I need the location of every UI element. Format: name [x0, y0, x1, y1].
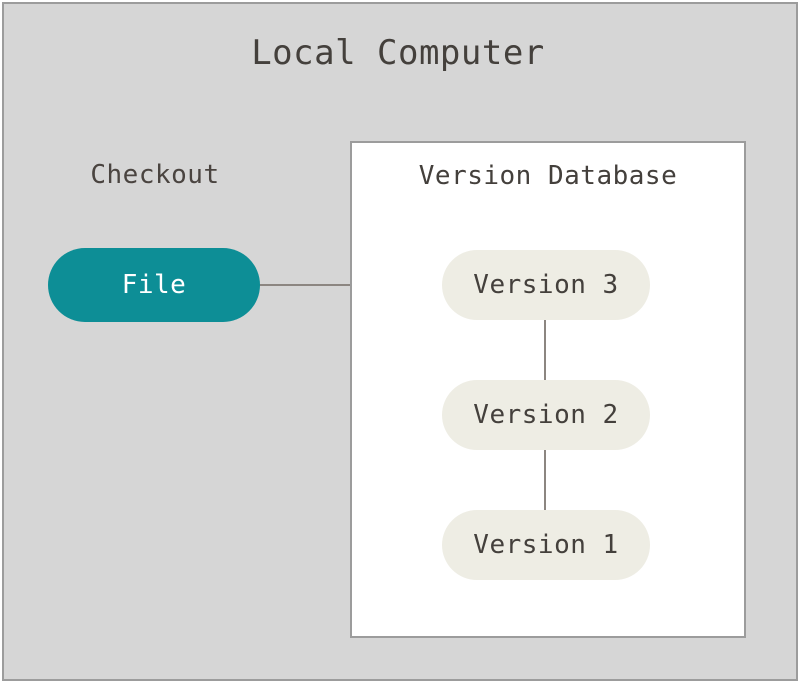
- node-version-3[interactable]: Version 3: [442, 250, 650, 320]
- checkout-group-label: Checkout: [90, 160, 220, 190]
- connector-version-2-to-version-1: [544, 449, 546, 511]
- version-database-label: Version Database: [418, 161, 678, 191]
- page-title: Local Computer: [251, 33, 545, 73]
- node-file[interactable]: File: [48, 248, 260, 322]
- node-version-1[interactable]: Version 1: [442, 510, 650, 580]
- node-version-2[interactable]: Version 2: [442, 380, 650, 450]
- connector-version-3-to-version-2: [544, 319, 546, 381]
